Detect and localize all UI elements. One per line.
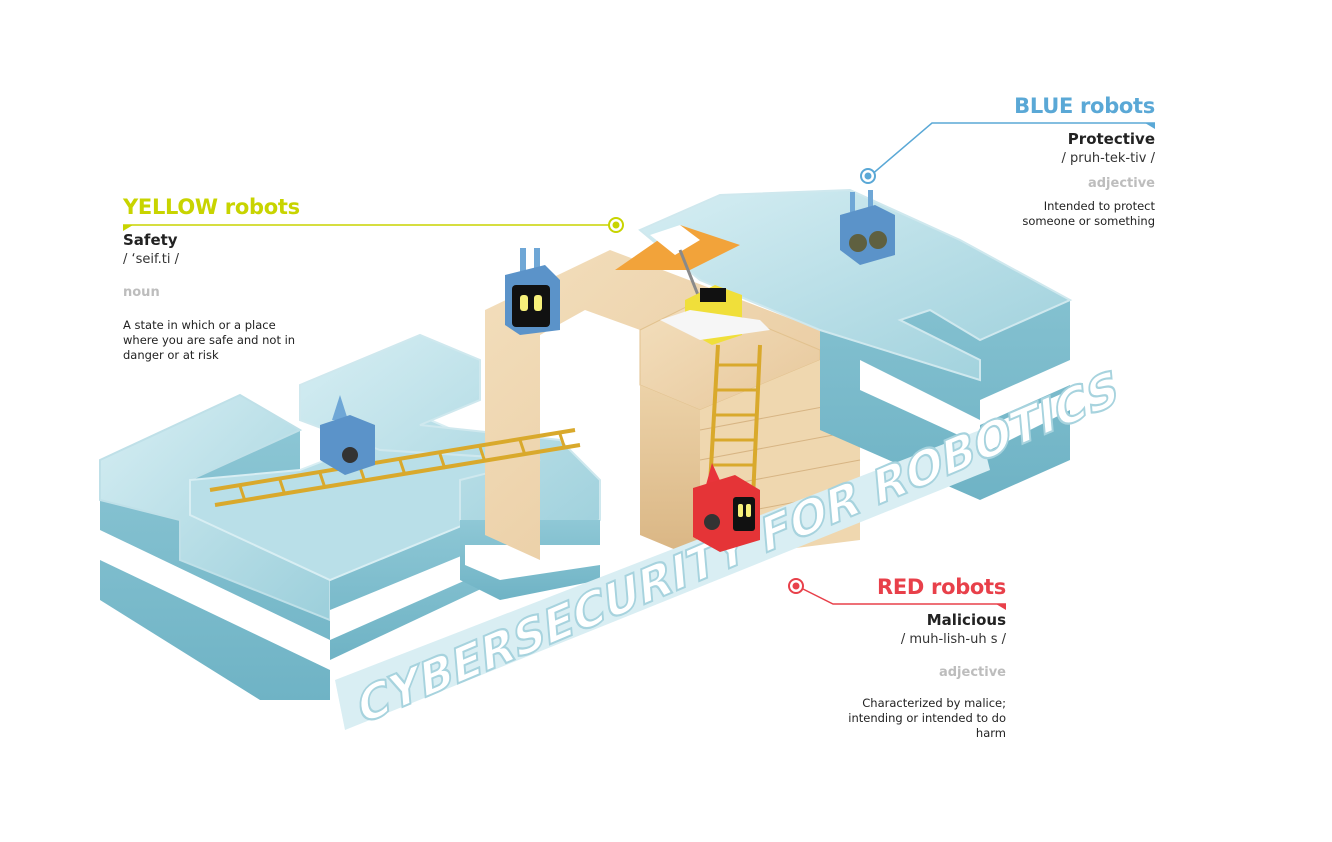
yellow-part-of-speech: noun bbox=[123, 285, 160, 300]
red-callout-line bbox=[788, 578, 1006, 610]
blue-part-of-speech: adjective bbox=[1087, 176, 1155, 191]
yellow-callout-line bbox=[123, 217, 624, 233]
horizontal-ladder bbox=[209, 428, 581, 507]
letter-a-block bbox=[638, 188, 1073, 500]
caption-base bbox=[335, 430, 990, 730]
red-robots-legend: RED robots Malicious / muh-lish-uh s / a… bbox=[816, 575, 1006, 741]
red-term: Malicious bbox=[926, 611, 1006, 629]
blue-robots-legend: BLUE robots Protective / pruh-tek-tiv / … bbox=[965, 94, 1155, 229]
blue-robot-top-right bbox=[840, 190, 895, 265]
blue-robots-title: BLUE robots bbox=[1014, 94, 1155, 118]
red-part-of-speech: adjective bbox=[938, 665, 1006, 680]
letter-c-block bbox=[99, 393, 501, 700]
blue-robot-left bbox=[320, 395, 375, 475]
blue-robot-top-left bbox=[505, 248, 560, 335]
yellow-robots-title: YELLOW robots bbox=[123, 195, 300, 219]
yellow-robot bbox=[660, 285, 770, 345]
red-definition: Characterized by malice; intending or in… bbox=[848, 696, 1006, 740]
yellow-term: Safety bbox=[123, 231, 178, 249]
yellow-pronunciation: / ‘seif.ti / bbox=[123, 252, 180, 267]
blue-pronunciation: / pruh-tek-tiv / bbox=[1061, 151, 1155, 166]
yellow-robots-legend: YELLOW robots Safety / ‘seif.ti / noun A… bbox=[123, 195, 313, 363]
blue-definition: Intended to protect someone or something bbox=[1022, 199, 1155, 228]
yellow-definition: A state in which or a place where you ar… bbox=[123, 318, 296, 362]
red-robots-title: RED robots bbox=[876, 575, 1006, 599]
red-pronunciation: / muh-lish-uh s / bbox=[900, 632, 1006, 647]
red-robot bbox=[693, 463, 760, 552]
beach-umbrella bbox=[615, 225, 740, 301]
blue-callout-line bbox=[860, 122, 1155, 184]
blue-term: Protective bbox=[1067, 130, 1155, 148]
